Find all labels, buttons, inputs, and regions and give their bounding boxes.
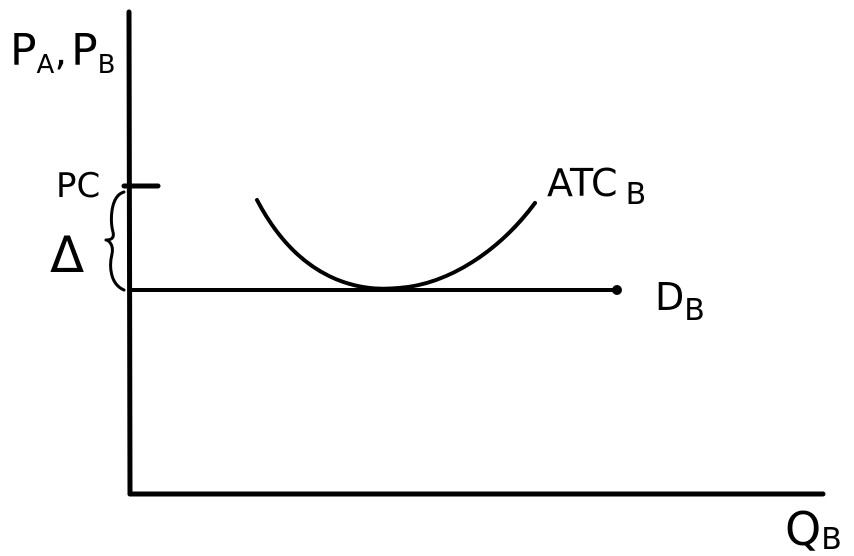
x-axis-label-sub: B [821,522,842,556]
y-axis-label-p2: P [71,25,98,76]
y-axis-label: PA,PB [10,25,115,80]
demand-line-label-main: D [655,275,684,319]
demand-line-label: DB [655,275,705,328]
y-axis-label-sub2: B [98,50,116,80]
y-axis [126,9,133,497]
demand-line-label-sub: B [684,293,705,328]
atc-curve-label-sub: B [626,177,647,212]
x-axis-label: QB [785,502,842,556]
demand-line-endpoint [612,285,622,295]
x-axis-label-main: Q [785,502,821,556]
gap-symbol: Δ [50,226,84,284]
y-axis-label-sub1: A [37,50,55,80]
price-tick-label: PC [56,166,100,206]
atc-curve [255,198,537,291]
y-axis-label-separator: , [54,29,67,75]
atc-curve-label-main: ATC [547,161,618,205]
y-axis-label-p1: P [10,25,37,76]
gap-brace [104,190,126,292]
